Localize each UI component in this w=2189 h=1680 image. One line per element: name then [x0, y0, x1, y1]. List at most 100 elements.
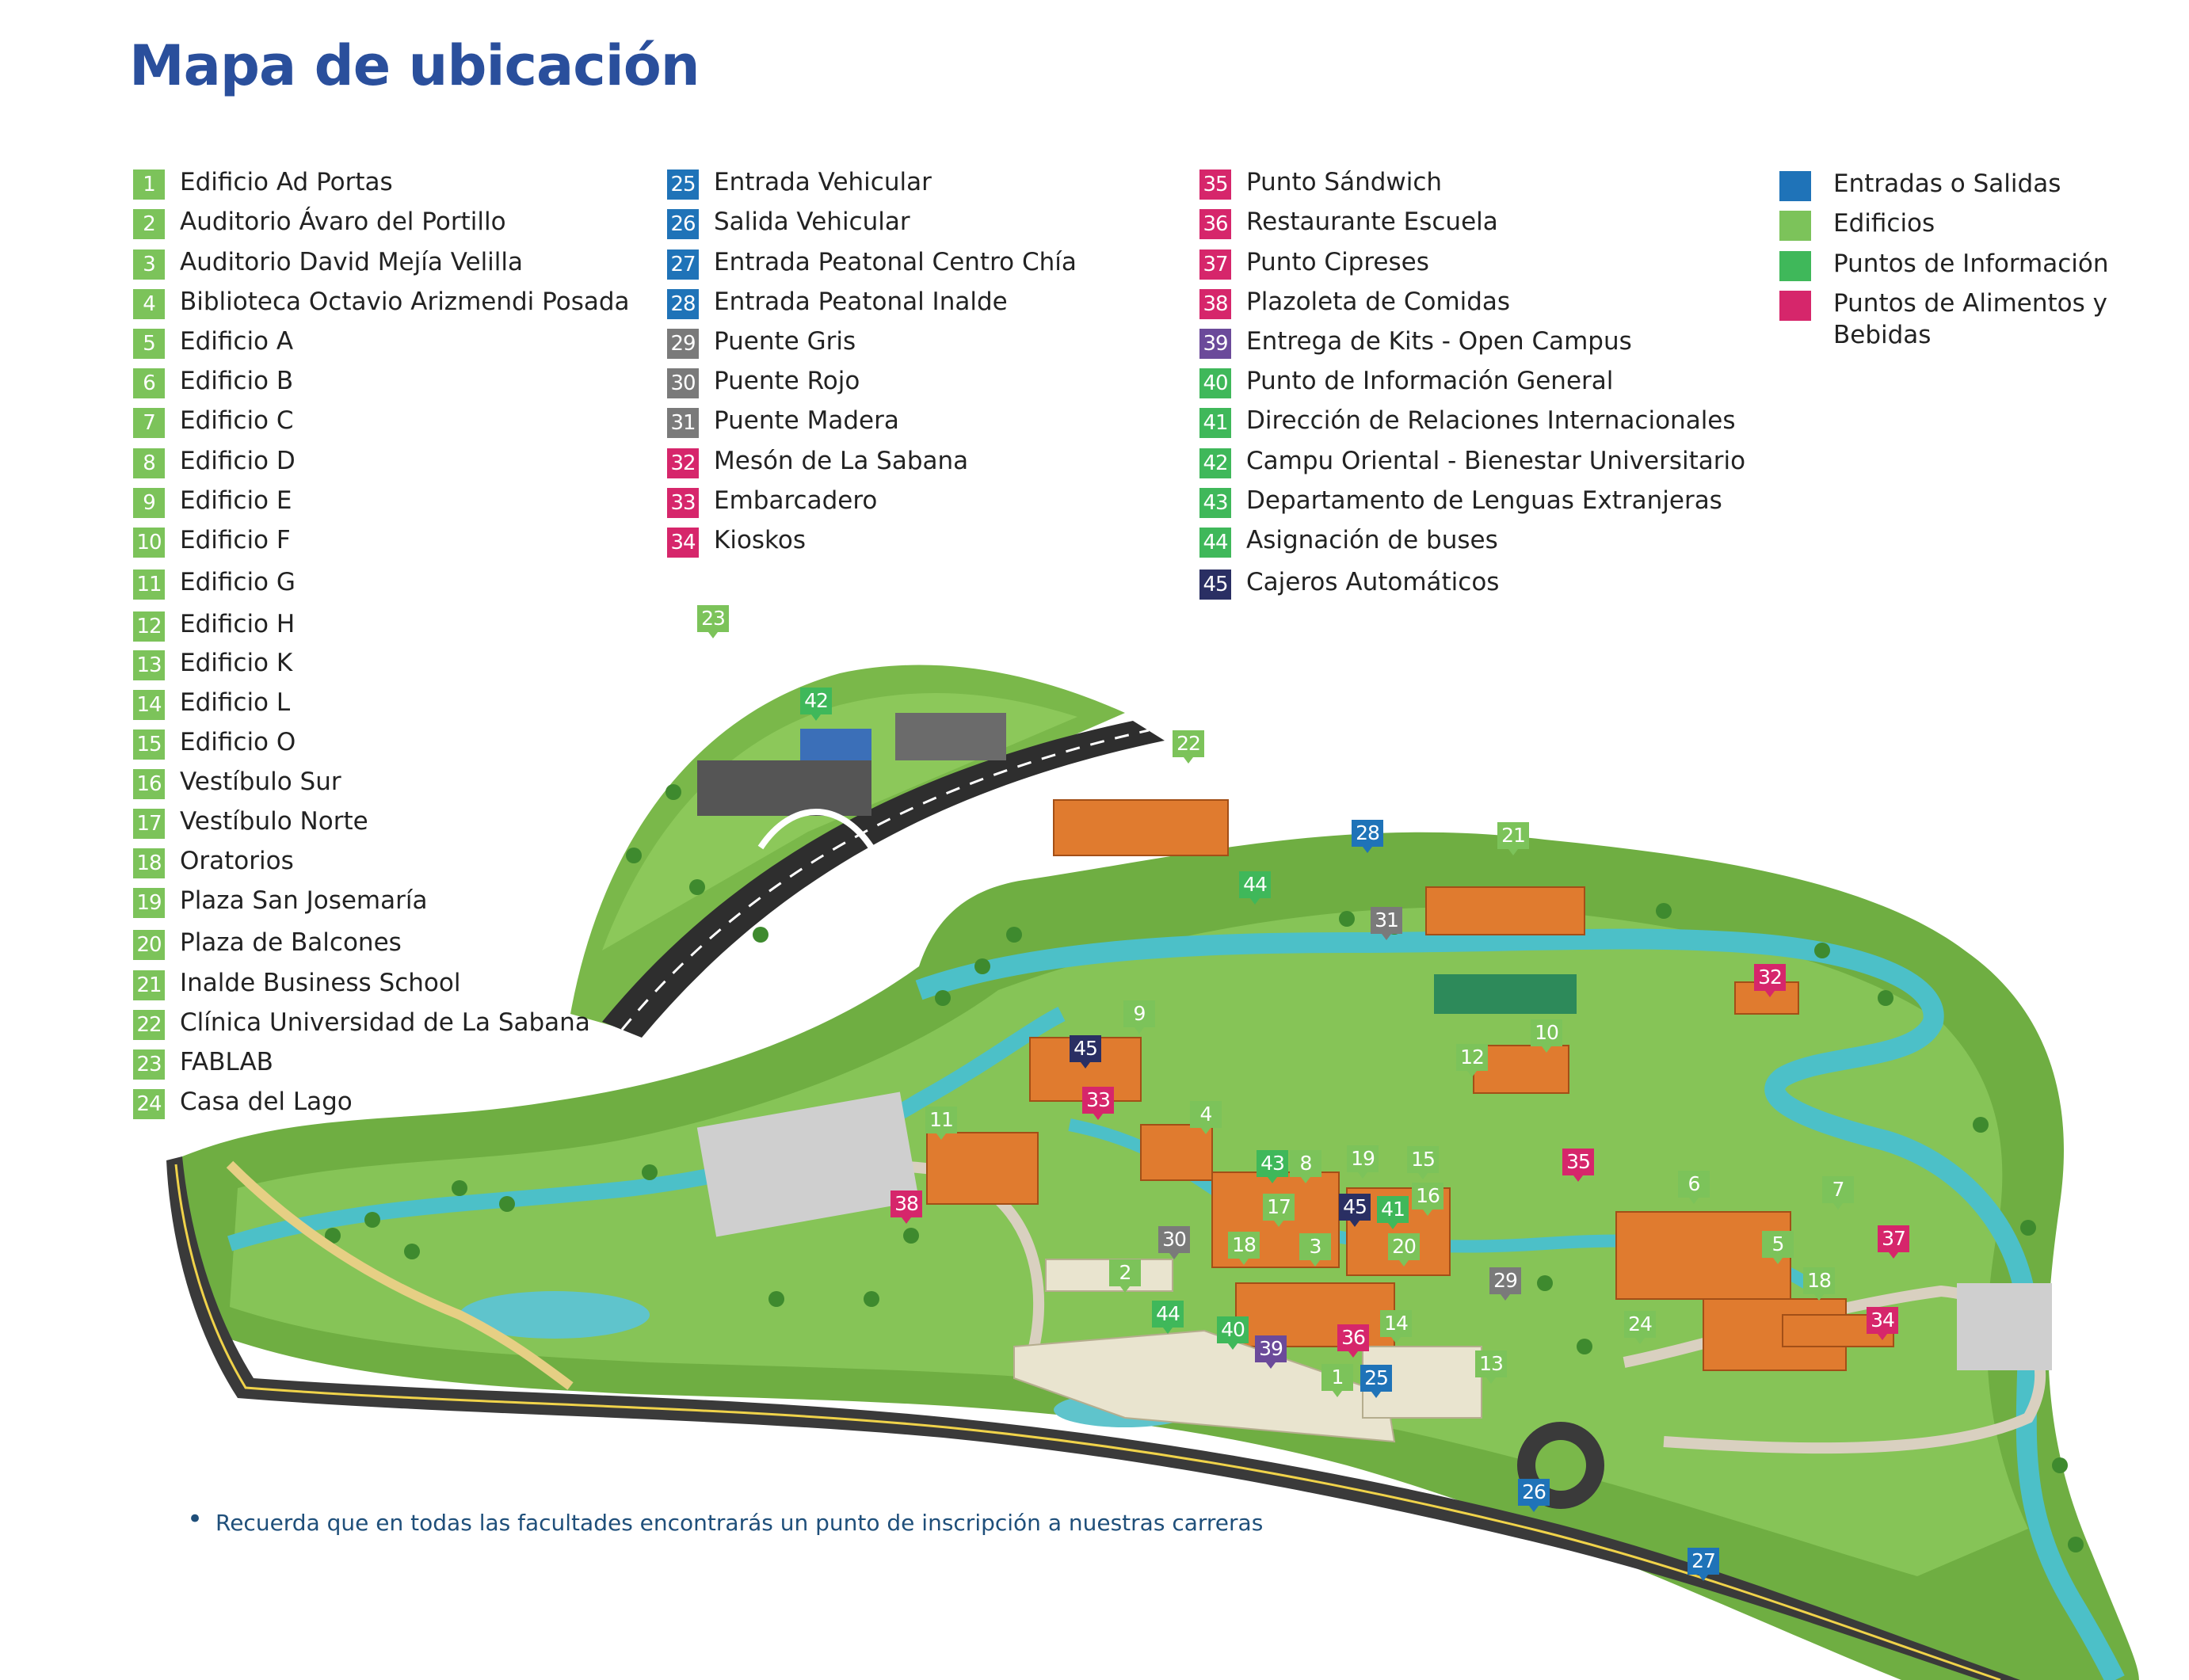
map-pin-18[interactable]: 18	[1803, 1267, 1835, 1301]
map-pin-4[interactable]: 4	[1190, 1101, 1222, 1134]
map-pin-label: 8	[1290, 1150, 1321, 1177]
map-pin-11[interactable]: 11	[925, 1107, 957, 1140]
legend-number-badge: 9	[133, 488, 165, 518]
legend-label: Puente Madera	[714, 406, 899, 435]
map-pin-15[interactable]: 15	[1407, 1146, 1439, 1179]
map-pin-7[interactable]: 7	[1822, 1176, 1854, 1210]
map-pin-20[interactable]: 20	[1388, 1233, 1420, 1267]
map-pin-pointer-icon	[1508, 849, 1518, 855]
map-pin-pointer-icon	[1350, 1221, 1360, 1227]
legend-label: Puente Gris	[714, 327, 856, 356]
legend-label: Auditorio David Mejía Velilla	[180, 248, 524, 276]
map-pin-44[interactable]: 44	[1239, 871, 1271, 905]
map-pin-27[interactable]: 27	[1688, 1548, 1719, 1581]
map-pin-pointer-icon	[1467, 1071, 1477, 1077]
map-pin-13[interactable]: 13	[1475, 1350, 1507, 1384]
map-pin-39[interactable]: 39	[1255, 1335, 1287, 1369]
legend-label: Dirección de Relaciones Internacionales	[1246, 406, 1736, 435]
map-pin-pointer-icon	[1333, 1391, 1342, 1397]
map-pin-32[interactable]: 32	[1754, 964, 1786, 997]
map-pin-1[interactable]: 1	[1321, 1364, 1353, 1397]
map-pin-35[interactable]: 35	[1562, 1149, 1594, 1182]
map-pin-pointer-icon	[1169, 1253, 1179, 1259]
legend-label: Biblioteca Octavio Arizmendi Posada	[180, 288, 630, 316]
map-pin-22[interactable]: 22	[1173, 730, 1204, 764]
map-pin-pointer-icon	[1120, 1286, 1130, 1293]
note-bullet: •	[187, 1503, 204, 1535]
legend-label: Entrada Peatonal Inalde	[714, 288, 1008, 316]
map-pin-34[interactable]: 34	[1867, 1307, 1898, 1340]
legend-number-badge: 4	[133, 289, 165, 319]
legend-label: Salida Vehicular	[714, 208, 910, 236]
map-pin-10[interactable]: 10	[1531, 1019, 1562, 1053]
map-pin-pointer-icon	[811, 714, 821, 721]
legend-label: Kioskos	[714, 526, 807, 554]
map-pin-43[interactable]: 43	[1257, 1150, 1288, 1183]
map-pin-33[interactable]: 33	[1082, 1087, 1114, 1120]
highway-north-line	[620, 729, 1150, 1030]
map-pin-pointer-icon	[1391, 1337, 1401, 1343]
legend-number-badge: 34	[667, 528, 699, 558]
map-pin-45[interactable]: 45	[1070, 1035, 1101, 1069]
legend-label: Punto Cipreses	[1246, 248, 1429, 276]
map-pin-21[interactable]: 21	[1497, 822, 1529, 855]
map-pin-36[interactable]: 36	[1337, 1324, 1369, 1358]
map-pin-19[interactable]: 19	[1347, 1145, 1379, 1179]
map-pin-label: 18	[1228, 1232, 1260, 1259]
map-pin-28[interactable]: 28	[1352, 820, 1383, 853]
map-pin-44[interactable]: 44	[1152, 1301, 1184, 1334]
footnote: Recuerda que en todas las facultades enc…	[215, 1510, 1264, 1536]
map-pin-41[interactable]: 41	[1377, 1196, 1409, 1229]
map-pin-pointer-icon	[1529, 1506, 1539, 1512]
map-pin-label: 25	[1360, 1365, 1392, 1392]
legend-number-badge: 5	[133, 329, 165, 359]
map-pin-16[interactable]: 16	[1412, 1183, 1443, 1216]
legend-number-badge: 27	[667, 250, 699, 280]
map-pin-29[interactable]: 29	[1489, 1267, 1521, 1301]
map-pin-42[interactable]: 42	[800, 688, 832, 721]
map-pin-17[interactable]: 17	[1263, 1194, 1295, 1227]
legend-number-badge: 19	[133, 888, 165, 918]
map-pin-31[interactable]: 31	[1371, 907, 1402, 940]
map-pin-label: 17	[1263, 1194, 1295, 1221]
map-pin-30[interactable]: 30	[1158, 1226, 1190, 1259]
map-pin-pointer-icon	[1573, 1175, 1583, 1182]
legend-number-badge: 21	[133, 970, 165, 1000]
legend-label: Edificio Ad Portas	[180, 168, 393, 196]
map-pin-6[interactable]: 6	[1678, 1171, 1710, 1204]
map-pin-24[interactable]: 24	[1624, 1311, 1656, 1344]
map-pin-2[interactable]: 2	[1109, 1259, 1141, 1293]
legend-number-badge: 33	[667, 488, 699, 518]
map-pin-37[interactable]: 37	[1878, 1225, 1909, 1259]
map-pin-12[interactable]: 12	[1456, 1044, 1488, 1077]
map-pin-label: 1	[1321, 1364, 1353, 1391]
map-pin-label: 4	[1190, 1101, 1222, 1128]
legend-number-badge: 26	[667, 209, 699, 239]
map-pin-label: 30	[1158, 1226, 1190, 1253]
map-pin-label: 15	[1407, 1146, 1439, 1173]
map-pin-pointer-icon	[1363, 847, 1372, 853]
legend-number-badge: 37	[1199, 250, 1231, 280]
map-pin-14[interactable]: 14	[1380, 1310, 1412, 1343]
map-pin-5[interactable]: 5	[1762, 1231, 1794, 1264]
map-pin-label: 12	[1456, 1044, 1488, 1071]
map-pin-25[interactable]: 25	[1360, 1365, 1392, 1398]
map-pin-3[interactable]: 3	[1299, 1233, 1331, 1267]
map-pin-pointer-icon	[1184, 757, 1193, 764]
category-label: Entradas o Salidas	[1833, 170, 2061, 198]
map-pin-40[interactable]: 40	[1217, 1316, 1249, 1350]
legend-number-badge: 16	[133, 769, 165, 799]
legend-number-badge: 1	[133, 170, 165, 200]
map-pin-45[interactable]: 45	[1339, 1194, 1371, 1227]
map-pin-9[interactable]: 9	[1123, 1000, 1155, 1034]
map-pin-18[interactable]: 18	[1228, 1232, 1260, 1265]
map-pin-8[interactable]: 8	[1290, 1150, 1321, 1183]
map-pin-label: 7	[1822, 1176, 1854, 1203]
map-pin-26[interactable]: 26	[1518, 1479, 1550, 1512]
map-pin-38[interactable]: 38	[890, 1190, 922, 1224]
legend-number-badge: 43	[1199, 488, 1231, 518]
map-pin-label: 24	[1624, 1311, 1656, 1338]
map-pin-label: 14	[1380, 1310, 1412, 1337]
legend-number-badge: 24	[133, 1089, 165, 1119]
map-pin-23[interactable]: 23	[697, 605, 729, 638]
